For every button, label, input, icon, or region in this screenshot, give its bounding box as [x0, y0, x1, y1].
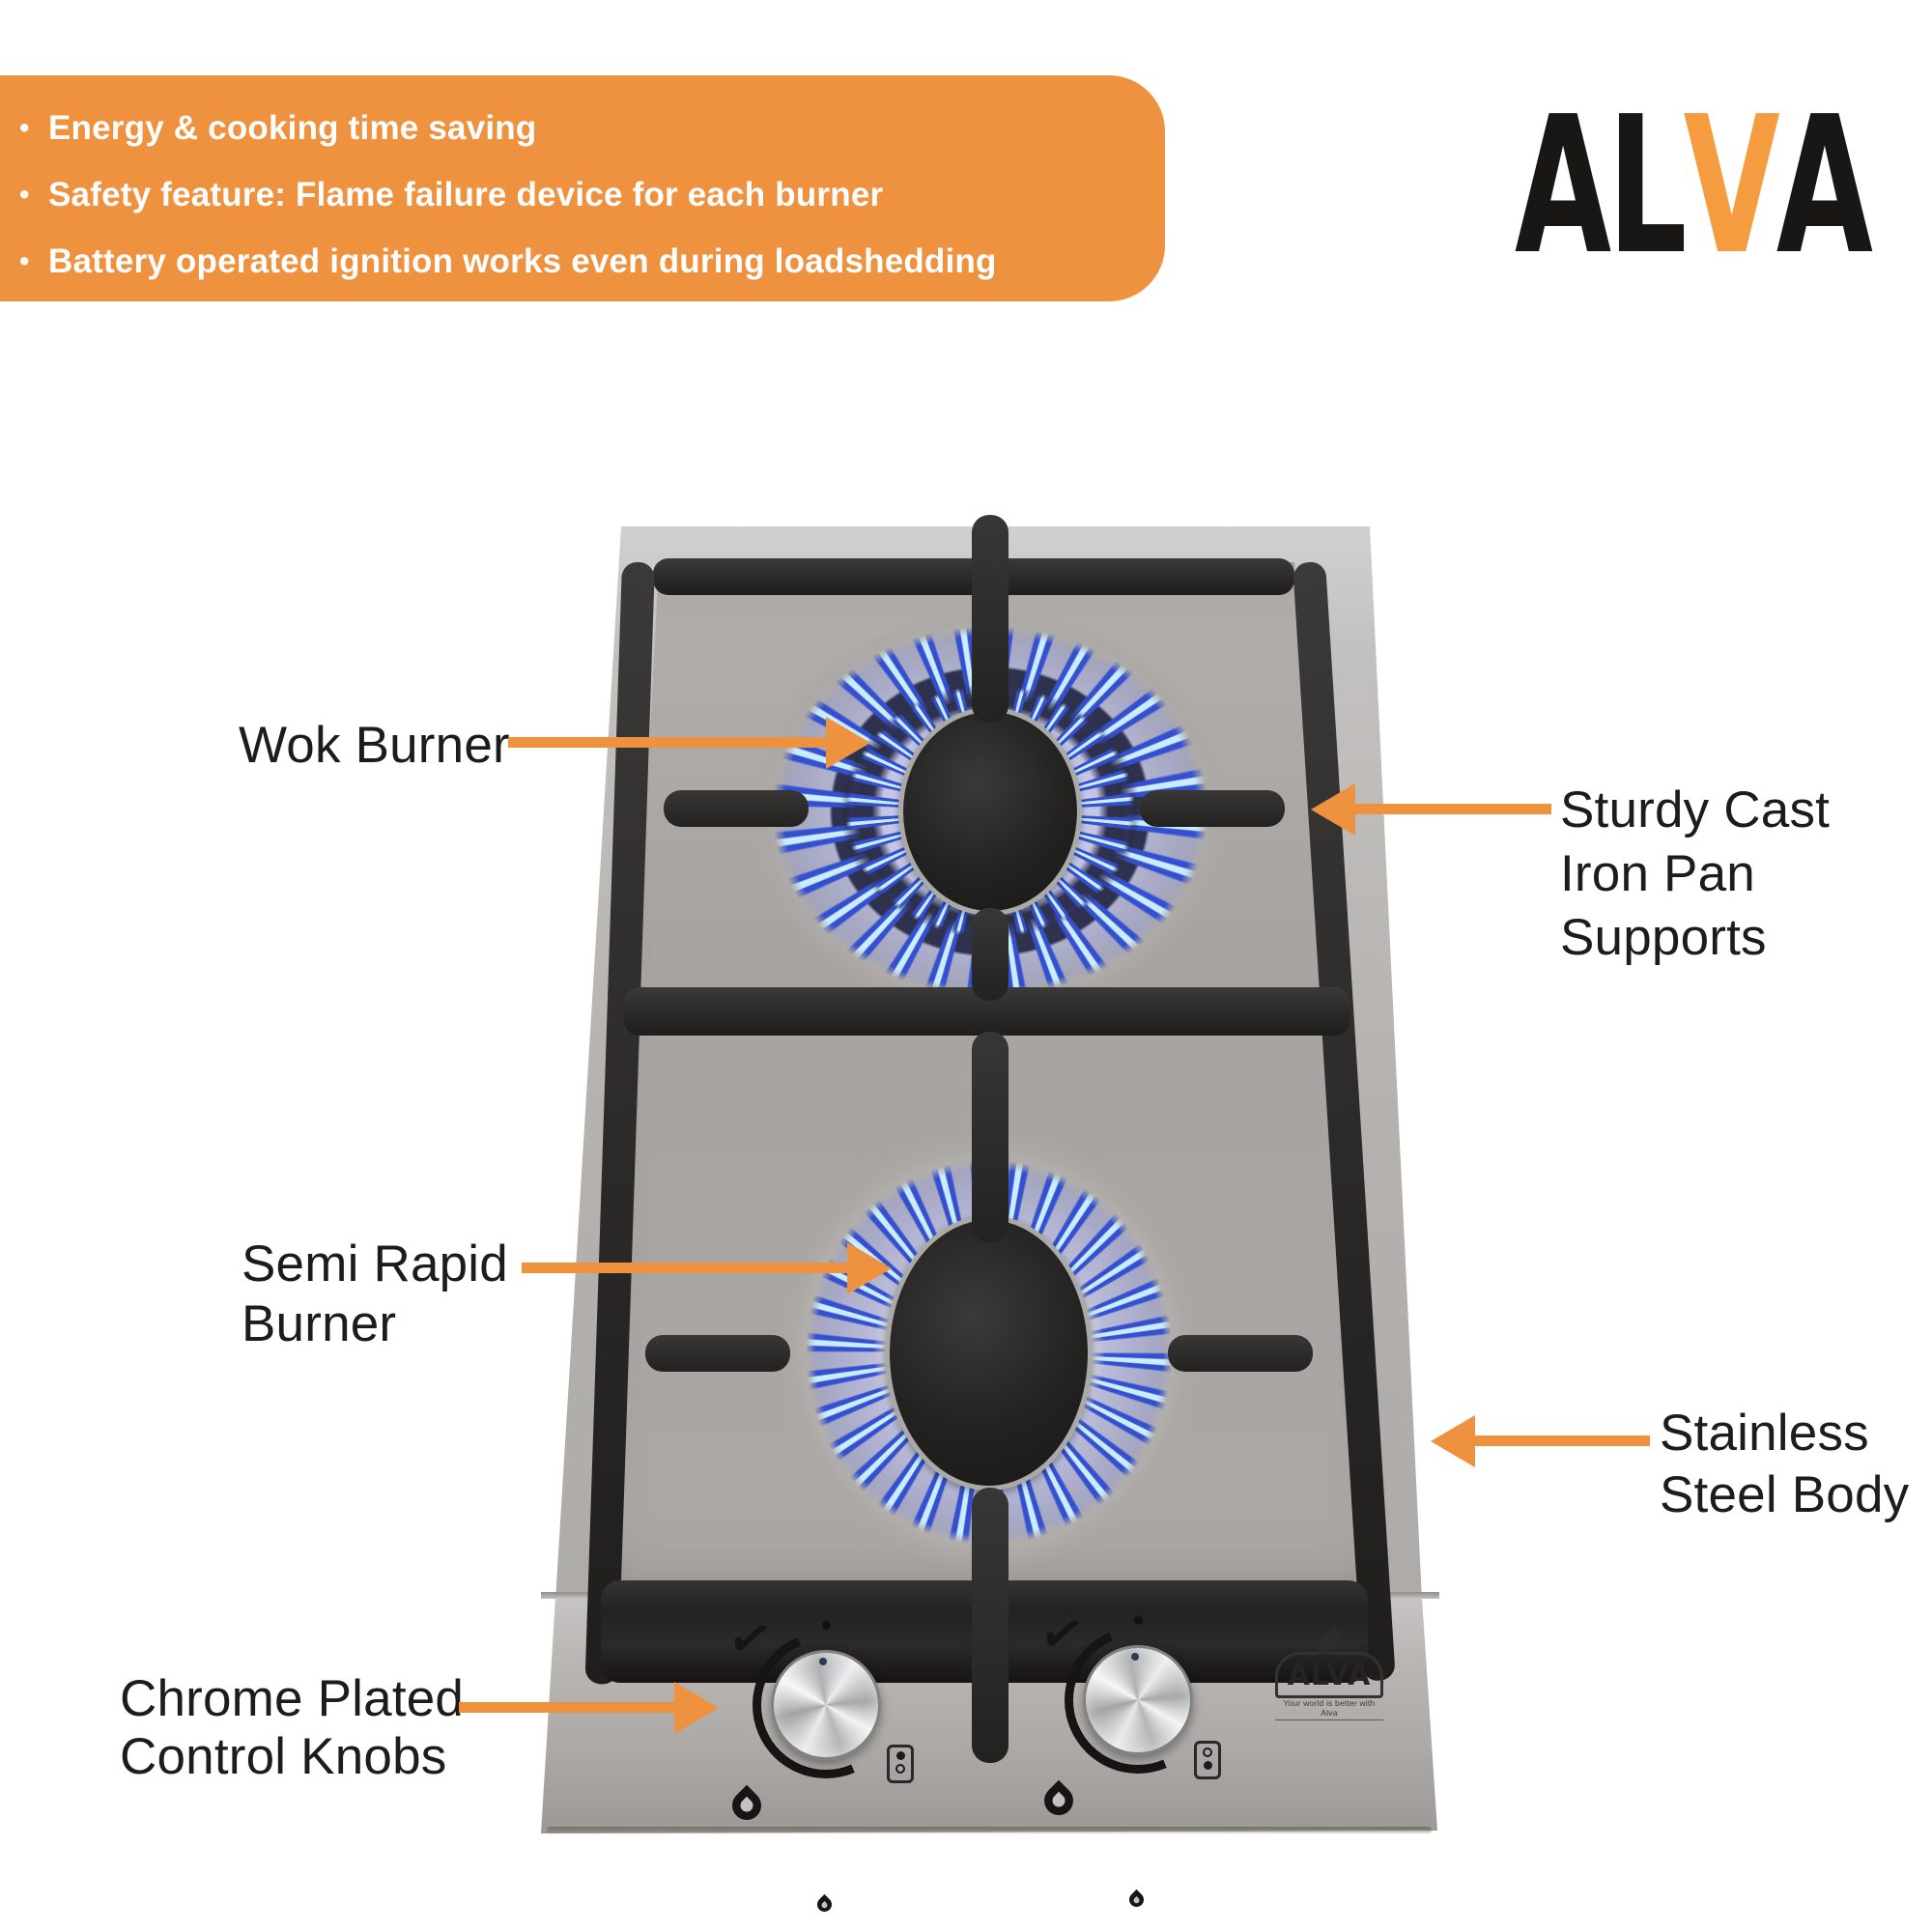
- grate-finger: [972, 515, 1009, 723]
- bullet-icon: •: [19, 178, 30, 211]
- panel-alva-badge: ALVA Your world is better with Alva: [1273, 1627, 1385, 1720]
- control-knob-right: ✓: [1035, 1602, 1234, 1911]
- semi-rapid-burner-cap: [885, 1215, 1093, 1491]
- callout-label-semi-rapid: Semi Rapid Burner: [242, 1236, 508, 1352]
- hob-bottom-shadow: [547, 1827, 1432, 1834]
- badge-outline: ALVA: [1275, 1652, 1383, 1698]
- feature-bullet-text: Safety feature: Flame failure device for…: [48, 175, 884, 213]
- callout-label-knobs: Chrome Plated Control Knobs: [120, 1670, 465, 1785]
- bullet-icon: •: [19, 244, 30, 277]
- knob-off-position-dot: [822, 1621, 831, 1630]
- knob-glint: [1131, 1653, 1139, 1661]
- knob-face: [1083, 1645, 1193, 1755]
- callout-arrow-knobs: [459, 1702, 677, 1713]
- feature-bullet-row: • Battery operated ignition works even d…: [0, 228, 1165, 295]
- grate-finger: [972, 1032, 1009, 1242]
- grate-finger: [972, 908, 1009, 1001]
- alva-logo-letters: A: [1776, 76, 1873, 297]
- feature-bullet-row: • Safety feature: Flame failure device f…: [0, 161, 1165, 228]
- feature-bullet-text: Energy & cooking time saving: [48, 108, 537, 147]
- badge-tagline: Your world is better with Alva: [1275, 1698, 1383, 1720]
- grate-finger: [972, 1488, 1009, 1763]
- callout-label-stainless: Stainless Steel Body: [1660, 1405, 1910, 1523]
- callout-arrow-head: [826, 717, 870, 769]
- ignition-indicator-icon: [1194, 1741, 1221, 1779]
- grate-finger: [645, 1335, 790, 1372]
- badge-brand-text: ALVA: [1287, 1658, 1372, 1692]
- low-flame-icon: [813, 1893, 836, 1916]
- knob-face: [771, 1650, 881, 1760]
- grate-finger: [1168, 1335, 1313, 1372]
- knob-glint: [819, 1658, 827, 1665]
- feature-bullet-row: • Energy & cooking time saving: [0, 95, 1165, 161]
- grate-finger: [664, 790, 809, 827]
- callout-label-wok-burner: Wok Burner: [239, 717, 510, 774]
- control-knob-left: ✓: [723, 1606, 922, 1916]
- callout-arrow-pan-supports: [1352, 804, 1551, 814]
- knob-off-position-dot: [1134, 1616, 1143, 1625]
- alva-logo: AL V A: [1515, 76, 1873, 297]
- alva-logo-accent-letter: V: [1683, 76, 1780, 297]
- callout-arrow-wok-burner: [508, 737, 829, 748]
- callout-arrow-stainless: [1472, 1435, 1650, 1446]
- grate-finger: [1140, 790, 1285, 827]
- callout-label-pan-supports: Sturdy Cast Iron Pan Supports: [1560, 781, 1831, 966]
- alva-logo-letters: AL: [1515, 76, 1688, 297]
- callout-arrow-head: [1311, 783, 1355, 836]
- feature-banner: • Energy & cooking time saving • Safety …: [0, 75, 1165, 301]
- ignition-indicator-icon: [887, 1745, 914, 1783]
- bullet-icon: •: [19, 111, 30, 144]
- feature-bullet-text: Battery operated ignition works even dur…: [48, 242, 997, 280]
- callout-arrow-head: [1431, 1415, 1475, 1467]
- callout-arrow-head: [674, 1682, 719, 1734]
- wok-burner-cap: [898, 707, 1082, 916]
- callout-arrow-semi-rapid: [522, 1263, 848, 1273]
- low-flame-icon: [1125, 1889, 1148, 1911]
- callout-arrow-head: [847, 1242, 892, 1294]
